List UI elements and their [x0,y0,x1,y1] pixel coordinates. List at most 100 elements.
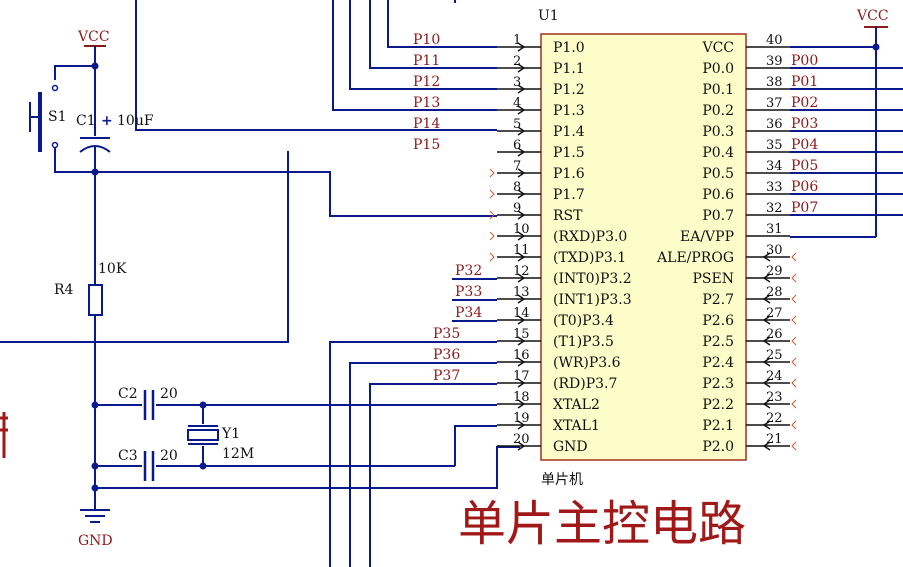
pin-name: XTAL2 [553,397,600,413]
pin-number: 19 [513,411,530,426]
no-connect-mark [791,315,797,325]
chip-desc: 单片机 [541,472,583,488]
pin-arrow [517,378,526,388]
net-label: P36 [433,347,460,363]
no-connect-mark [791,294,797,304]
c3-ref: C3 [118,448,138,464]
pin-number: 16 [513,348,530,363]
pin-name: XTAL1 [553,418,600,434]
net-label: P15 [413,137,440,153]
c1-plus: + [101,113,113,129]
no-connect-mark [791,252,797,262]
net-label: P00 [791,53,818,69]
c3-value: 20 [160,448,178,464]
pin-name: P0.2 [702,103,734,119]
pin-name: VCC [701,40,734,56]
pin-arrow [762,315,771,325]
pin-number: 10 [513,222,530,237]
c1-ref: C1 [76,113,96,129]
net-label: P12 [413,74,440,90]
pin-arrow [517,315,526,325]
pin-number: 5 [513,117,521,132]
pin-number: 7 [513,159,521,174]
no-connect-mark [489,168,495,178]
no-connect-mark [791,399,797,409]
pin-number: 28 [766,285,783,300]
net-label: P01 [791,74,818,90]
pin-name: ALE/PROG [656,250,734,266]
no-connect-mark [489,252,495,262]
pin-arrow [762,378,771,388]
pin-name: (WR)P3.6 [553,355,621,371]
pin-name: P1.7 [553,187,585,203]
pin-number: 29 [766,264,783,279]
pin-arrow [762,252,771,262]
pin-name: P2.4 [702,355,734,371]
pin-number: 40 [766,33,783,48]
pin-arrow [517,63,526,73]
pin-name: P1.1 [553,61,585,77]
pin-number: 37 [766,96,783,111]
pin-arrow [762,420,771,430]
no-connect-mark [791,420,797,430]
pin-number: 23 [766,390,783,405]
pin-arrow [517,168,526,178]
pin-number: 38 [766,75,783,90]
r4-value: 10K [98,261,127,277]
no-connect-mark [791,441,797,451]
pin-name: P1.6 [553,166,585,182]
net-label: P04 [791,137,818,153]
pin-name: (INT0)P3.2 [553,271,632,287]
no-connect-mark [791,336,797,346]
pin-number: 30 [766,243,783,258]
pin-23: 23 P2.2 [702,390,797,413]
pin-arrow [762,336,771,346]
net-label: P07 [791,200,818,216]
pin-arrow [517,126,526,136]
pin-number: 17 [513,369,530,384]
pin-arrow [762,273,771,283]
net-label: P03 [791,116,818,132]
cropped-glyph [0,412,8,458]
pin-number: 25 [766,348,783,363]
pin-number: 24 [766,369,783,384]
pin-name: (INT1)P3.3 [553,292,632,308]
net-label: P37 [433,368,460,384]
pin-number: 9 [513,201,521,216]
port3-wires [329,278,497,567]
net-label: P06 [791,179,818,195]
net-label: P34 [455,305,482,321]
no-connect-mark [791,273,797,283]
pin-11: 11(TXD)P3.1 [489,243,626,266]
pin-number: 1 [513,33,521,48]
chip-body [540,33,747,461]
pin-number: 4 [513,96,521,111]
pin-arrow [762,294,771,304]
pin-name: P0.4 [702,145,734,161]
pin-arrow [517,84,526,94]
pin-name: (TXD)P3.1 [553,250,626,266]
vcc-right-label: VCC [856,8,889,24]
pin-arrow [517,336,526,346]
pin-name: P2.2 [702,397,734,413]
net-label: P05 [791,158,818,174]
pin-number: 6 [513,138,521,153]
